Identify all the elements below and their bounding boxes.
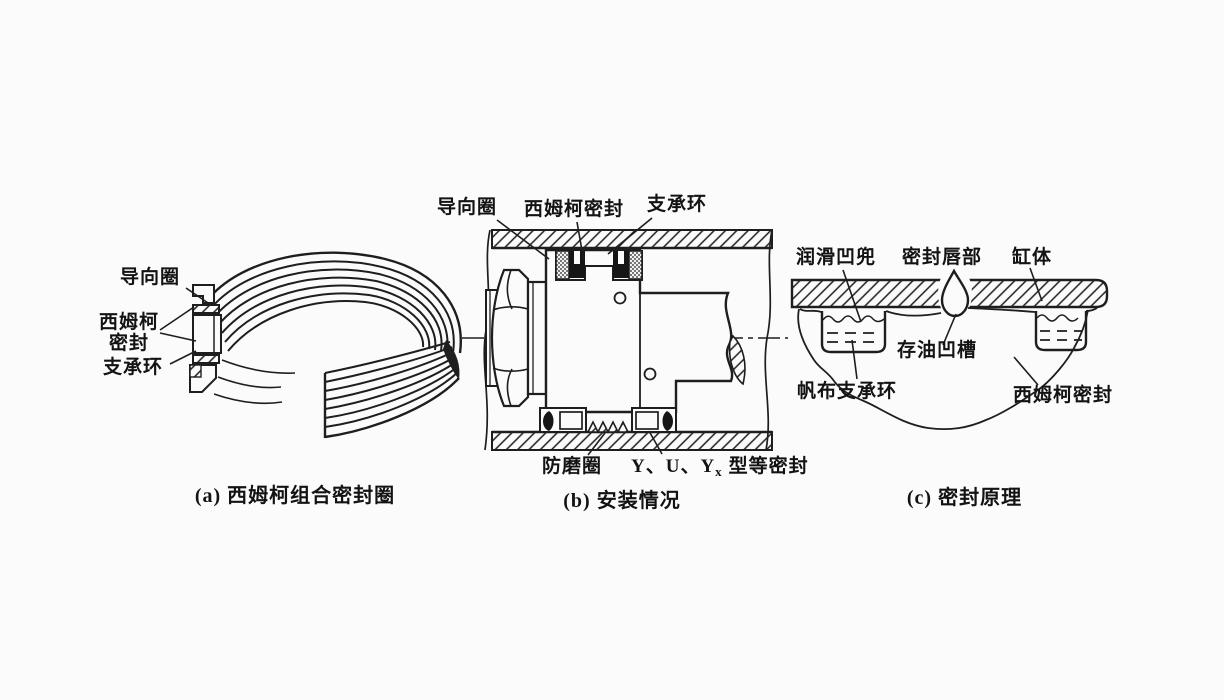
caption-panel-c: (c) 密封原理 [906,487,1023,509]
caption-panel-a: (a) 西姆柯组合密封圈 [194,485,396,507]
seal-ring-inner-edges [213,359,296,405]
cylinder-wall-bottom [491,431,773,451]
label-a-guide-ring: 导向圈 [120,267,181,288]
label-c-canvas-support-ring: 帆布支承环 [797,381,898,402]
oring-dot-lower [643,367,657,381]
label-b-seal-types: Y、U、Yx 型等密封 [631,456,809,482]
lube-pocket-right [1034,311,1088,352]
break-line-right [764,229,773,451]
panel-a-drawing [159,251,462,439]
panel-b-drawing [462,217,788,456]
label-b-simko-seal: 西姆柯密封 [524,199,625,220]
panel-c-drawing [790,266,1109,431]
seal-ring-bottom-ribbon [323,340,460,439]
bottom-seal-grooves [539,407,677,434]
label-b-guide-ring: 导向圈 [437,197,498,218]
label-c-simko-seal: 西姆柯密封 [1013,385,1114,406]
label-b-seal-types-subscript: x [715,464,723,479]
label-c-oil-groove: 存油凹槽 [897,340,978,361]
label-c-cylinder-body: 缸体 [1012,247,1053,268]
cylinder-wall-top [491,229,773,249]
panel-a-leaders [159,287,212,365]
seal-ring-top-band [209,251,462,354]
seal-ring-section-face [189,284,222,393]
label-c-seal-lip: 密封唇部 [902,247,983,268]
label-a-support-ring: 支承环 [103,357,164,378]
label-b-seal-types-suffix: 型等密封 [728,456,809,477]
wear-ring-zigzag [586,420,630,434]
panel-b-leaders [496,217,663,456]
top-seal-groove [555,250,643,281]
label-a-simko-seal: 西姆柯 密封 [96,312,162,354]
oring-dot-upper [613,291,627,305]
caption-panel-b: (b) 安装情况 [563,490,681,512]
label-a-simko-seal-line2: 密封 [108,333,149,354]
label-b-wear-ring: 防磨圈 [542,456,603,477]
ring-convergence-shade [443,340,460,380]
label-a-simko-seal-line1: 西姆柯 [98,312,159,333]
rod-break-section [728,334,746,386]
panel-c-leaders [842,267,1043,386]
piston-nut [485,268,548,408]
label-b-support-ring: 支承环 [647,194,708,215]
label-b-seal-types-prefix: Y、U、Y [631,456,716,477]
label-c-lube-pocket: 润滑凹兜 [796,247,877,268]
simko-seal-body [797,307,1098,431]
